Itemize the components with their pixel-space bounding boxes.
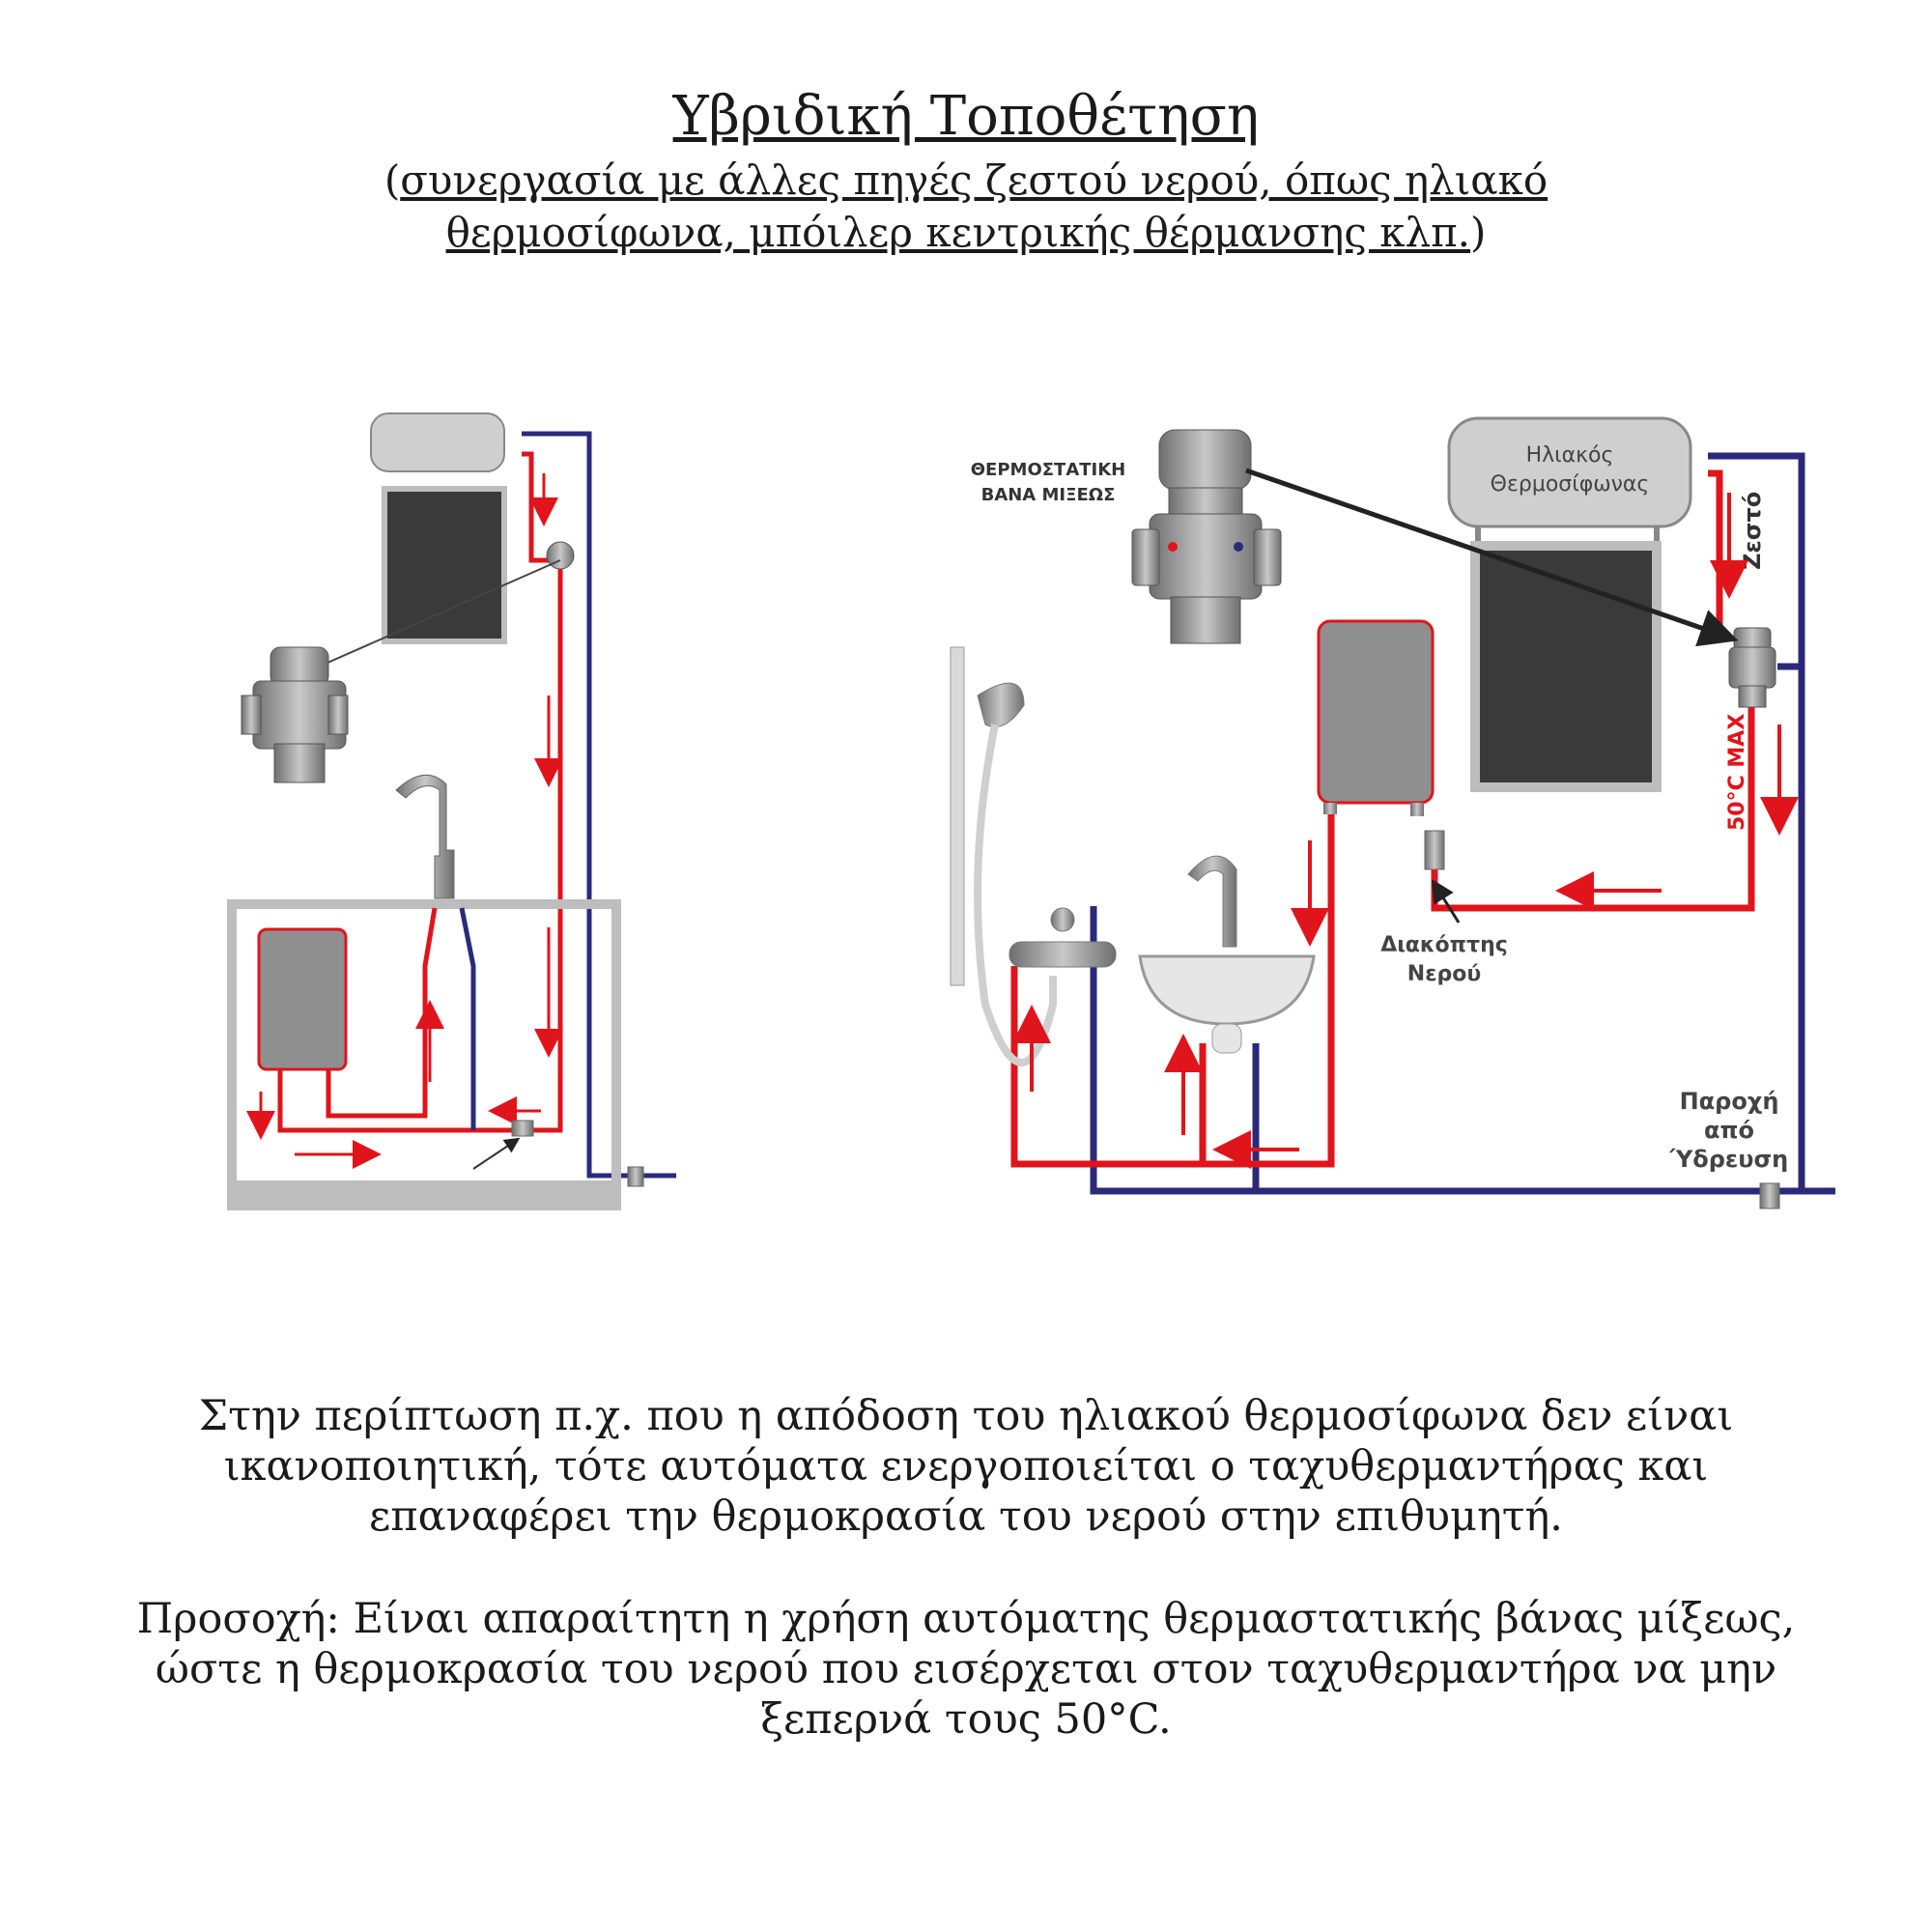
right-shutoff-pointer <box>1431 878 1461 923</box>
left-supply-tee <box>627 1166 644 1187</box>
right-valve-illustration <box>1131 429 1282 644</box>
paragraph2-line2: ώστε η θερμοκρασία του νερού που εισέρχε… <box>155 1645 1777 1693</box>
right-switch-label-2: Νερού <box>1407 962 1481 986</box>
left-cold-pipe-faucet <box>459 907 476 1130</box>
paragraph2-line3: ξεπερνά τους 50°C. <box>760 1695 1172 1744</box>
left-heater <box>257 927 348 1071</box>
left-hot-pipe-cabinet <box>277 1069 464 1133</box>
paragraph-description: Στην περίπτωση π.χ. που η απόδοση του ηλ… <box>116 1391 1816 1542</box>
left-valve-illustration <box>241 646 349 783</box>
subtitle-line-1: (συνεργασία με άλλες πηγές ζεστού νερού,… <box>384 156 1548 204</box>
right-switch-label-1: Διακόπτης <box>1380 933 1508 957</box>
left-shutoff-pointer <box>472 1137 521 1170</box>
right-max-label: 50°C MAX <box>1725 714 1749 831</box>
right-supply-tee <box>1759 1182 1780 1209</box>
paragraph1-line2: ικανοποιητική, τότε αυτόματα ενεργοποιεί… <box>223 1442 1709 1491</box>
page-title: Υβριδική Τοποθέτηση <box>672 85 1260 148</box>
right-valve-pointer <box>1245 468 1739 647</box>
right-hot-pipe-solar <box>1708 469 1723 638</box>
right-solar-label-1: Ηλιακός <box>1526 443 1614 468</box>
paragraph1-line3: επαναφέρει την θερμοκρασία του νερού στη… <box>369 1492 1563 1541</box>
right-valve-label-1: ΘΕΡΜΟΣΤΑΤΙΚΗ <box>971 460 1126 480</box>
right-solar-label-2: Θερμοσίφωνας <box>1491 472 1650 497</box>
right-cold-pipe-bottom <box>1090 906 1802 1195</box>
right-solar-tank <box>1447 416 1692 528</box>
subtitle-line-2: θερμοσίφωνα, μπόιλερ κεντρικής θέρμανσης… <box>445 209 1487 256</box>
left-solar-tank <box>370 412 505 472</box>
left-diagram <box>227 412 676 1210</box>
left-solar-panel <box>382 486 507 644</box>
right-sink <box>1138 855 1316 1054</box>
left-cold-pipe-solar <box>522 431 676 1179</box>
left-hot-pipe-faucet <box>326 907 438 1119</box>
right-heater <box>1317 619 1435 805</box>
right-heater-outlet-left <box>1323 803 1337 814</box>
right-small-valve <box>1728 627 1776 708</box>
right-supply-label-3: Ύδρευση <box>1669 1146 1789 1173</box>
right-shutoff <box>1424 830 1445 870</box>
paragraph-warning: Προσοχή: Είναι απαραίτητη η χρήση αυτόμα… <box>116 1594 1816 1745</box>
right-hot-label: Ζεστό <box>1739 492 1766 570</box>
right-diagram: Ηλιακός Θερμοσίφωνας Ζεστό 50°C MAX ΘΕΡΜ… <box>950 416 1835 1209</box>
left-hot-pipe-solar <box>464 451 563 1133</box>
paragraph1-line1: Στην περίπτωση π.χ. που η απόδοση του ηλ… <box>198 1392 1734 1440</box>
right-cold-pipe-supply <box>1708 452 1835 1195</box>
right-valve-label-2: ΒΑΝΑ ΜΙΞΕΩΣ <box>981 485 1116 505</box>
right-supply-label-1: Παροχή <box>1680 1088 1779 1115</box>
left-cabinet-floor <box>232 1180 616 1206</box>
right-solar-panel <box>1470 541 1662 792</box>
paragraph2-line1: Προσοχή: Είναι απαραίτητη η χρήση αυτόμα… <box>136 1595 1796 1643</box>
page-subtitle: (συνεργασία με άλλες πηγές ζεστού νερού,… <box>0 155 1932 259</box>
right-shower <box>950 646 1117 1066</box>
right-hot-pipe-heater <box>1010 810 1335 1168</box>
right-supply-label-2: από <box>1704 1117 1754 1144</box>
left-shutoff <box>511 1120 534 1137</box>
left-valve-pointer <box>318 559 561 668</box>
left-faucet <box>395 774 455 899</box>
right-heater-outlet-right <box>1410 803 1424 816</box>
